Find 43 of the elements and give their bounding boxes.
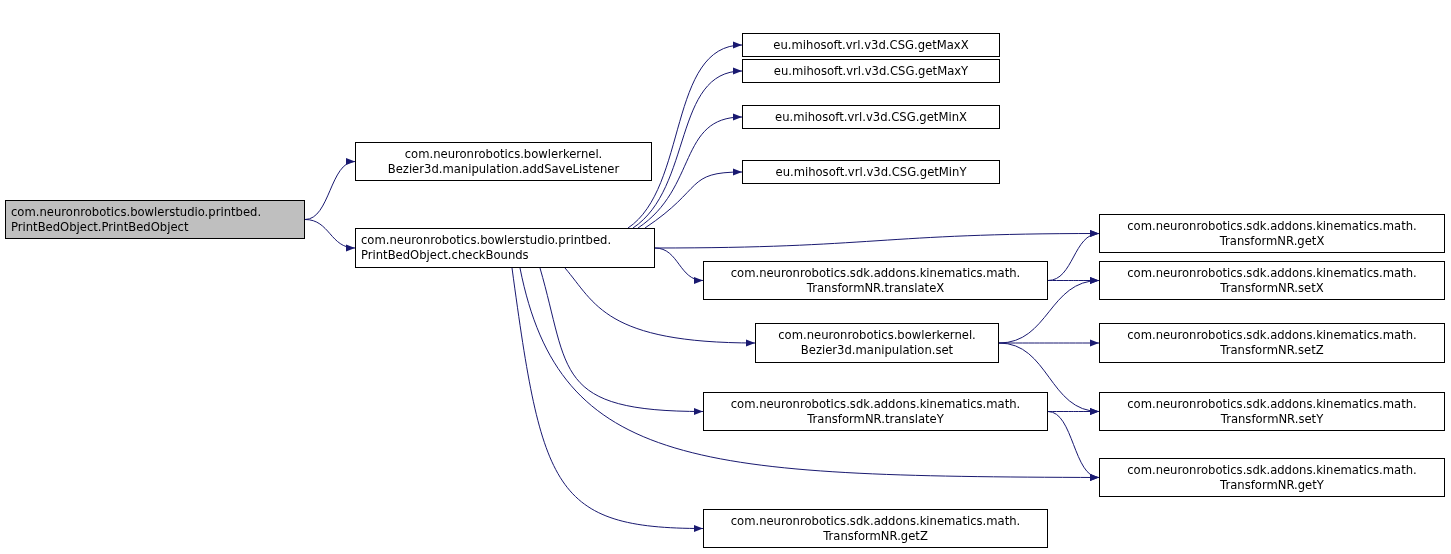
arrow (564, 267, 756, 347)
function-box (1099, 323, 1445, 363)
function-name: com.neuronrobotics.sdk.addons.kinematics.math. TransformNR.getX (1126, 218, 1418, 249)
function-name: com.neuronrobotics.bowlerkernel. Bezier3d.manipulation.set (777, 328, 977, 358)
function-name: eu.mihosoft.vrl.v3d.CSG.getMaxX (773, 37, 969, 53)
arrow (511, 267, 704, 532)
arrow (654, 247, 704, 284)
function-name: com.neuronrobotics.sdk.addons.kinematics.math. TransformNR.translateY (729, 396, 1022, 427)
function-box (742, 59, 1000, 83)
function-name: com.neuronrobotics.sdk.addons.kinematics.math. TransformNR.setZ (1126, 328, 1418, 358)
function-box (703, 392, 1048, 431)
function-box (755, 323, 999, 363)
function-box (355, 142, 652, 181)
function-box (1099, 214, 1445, 253)
function-box (742, 33, 1000, 57)
function-box (5, 200, 305, 239)
function-name: com.neuronrobotics.bowlerstudio.printbed. PrintBedObject.PrintBedObject (11, 204, 263, 235)
arrow (627, 42, 743, 229)
function-box (703, 261, 1048, 300)
function-name: com.neuronrobotics.sdk.addons.kinematics.math. TransformNR.setY (1126, 396, 1418, 427)
function-name: com.neuronrobotics.sdk.addons.kinematics.math. TransformNR.getZ (729, 513, 1022, 544)
function-name: com.neuronrobotics.bowlerkernel. Bezier3d.manipulation.addSaveListener (386, 146, 621, 177)
function-box (742, 105, 1000, 129)
arrow (644, 168, 743, 229)
function-name: eu.mihosoft.vrl.v3d.CSG.getMinY (775, 164, 967, 180)
arrow (539, 267, 704, 415)
arrow (304, 219, 356, 251)
function-box (1099, 458, 1445, 497)
function-name: com.neuronrobotics.sdk.addons.kinematics.math. TransformNR.setX (1126, 265, 1418, 296)
function-name: eu.mihosoft.vrl.v3d.CSG.getMinX (775, 109, 967, 125)
function-name: eu.mihosoft.vrl.v3d.CSG.getMaxY (773, 63, 969, 79)
function-box (355, 228, 655, 268)
arrow (998, 277, 1100, 344)
function-name: com.neuronrobotics.bowlerstudio.printbed. PrintBedObject.checkBounds (361, 233, 613, 263)
arrow (1047, 411, 1100, 480)
function-box (703, 509, 1048, 548)
function-name: com.neuronrobotics.sdk.addons.kinematics.math. TransformNR.getY (1126, 462, 1418, 493)
function-box (1099, 261, 1445, 300)
function-box (1099, 392, 1445, 431)
function-box (742, 160, 1000, 184)
function-name: com.neuronrobotics.sdk.addons.kinematics.math. TransformNR.translateX (729, 265, 1022, 296)
arrow (637, 114, 743, 229)
arrow (632, 68, 743, 229)
